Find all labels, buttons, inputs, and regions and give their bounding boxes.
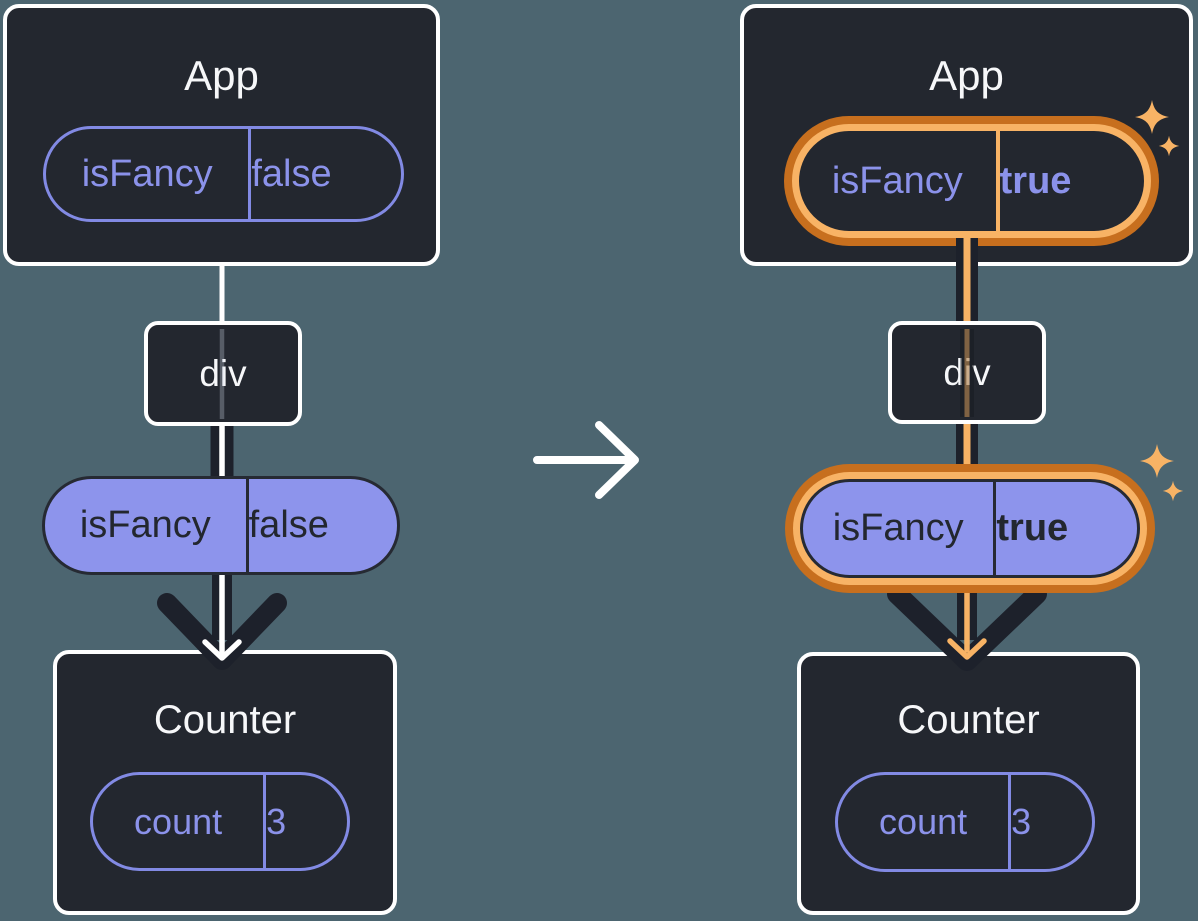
div-label: div (943, 351, 991, 393)
app-component-box-after: App isFancy true (740, 4, 1193, 266)
arrow-down-icon-after (887, 580, 1047, 671)
state-value: 3 (266, 800, 287, 842)
state-pill-counter-before: count 3 (90, 772, 350, 871)
div-label: div (199, 352, 247, 394)
prop-value: true (996, 507, 1069, 549)
prop-pill-app-after-highlighted: isFancy true (792, 124, 1151, 238)
component-title: App (184, 52, 259, 99)
prop-value: true (999, 159, 1072, 202)
passed-prop-pill-after-highlighted: isFancy true (800, 479, 1140, 578)
prop-value: false (251, 152, 332, 195)
component-title: App (929, 52, 1004, 99)
component-title: Counter (153, 698, 297, 742)
right-arrow-icon (533, 421, 639, 499)
component-title: Counter (897, 698, 1040, 742)
prop-name: isFancy (45, 479, 249, 572)
state-name: count (93, 775, 267, 868)
prop-name: isFancy (46, 129, 252, 219)
state-name: count (838, 775, 1012, 869)
counter-component-box-before: Counter count 3 (53, 650, 397, 915)
arrow-down-icon-before (157, 563, 287, 670)
prop-pill-app-before: isFancy false (43, 126, 404, 222)
div-node-before: div (144, 321, 302, 426)
passed-prop-pill-before: isFancy false (42, 476, 400, 575)
state-value: 3 (1011, 801, 1032, 842)
prop-value: false (248, 504, 329, 546)
state-pill-counter-after: count 3 (835, 772, 1095, 872)
prop-name: isFancy (803, 482, 997, 575)
app-component-box-before: App isFancy false (3, 4, 440, 266)
sparkle-icon-middle (1140, 444, 1184, 502)
prop-name: isFancy (799, 131, 1000, 231)
counter-component-box-after: Counter count 3 (797, 652, 1140, 915)
div-node-after: div (888, 321, 1046, 424)
